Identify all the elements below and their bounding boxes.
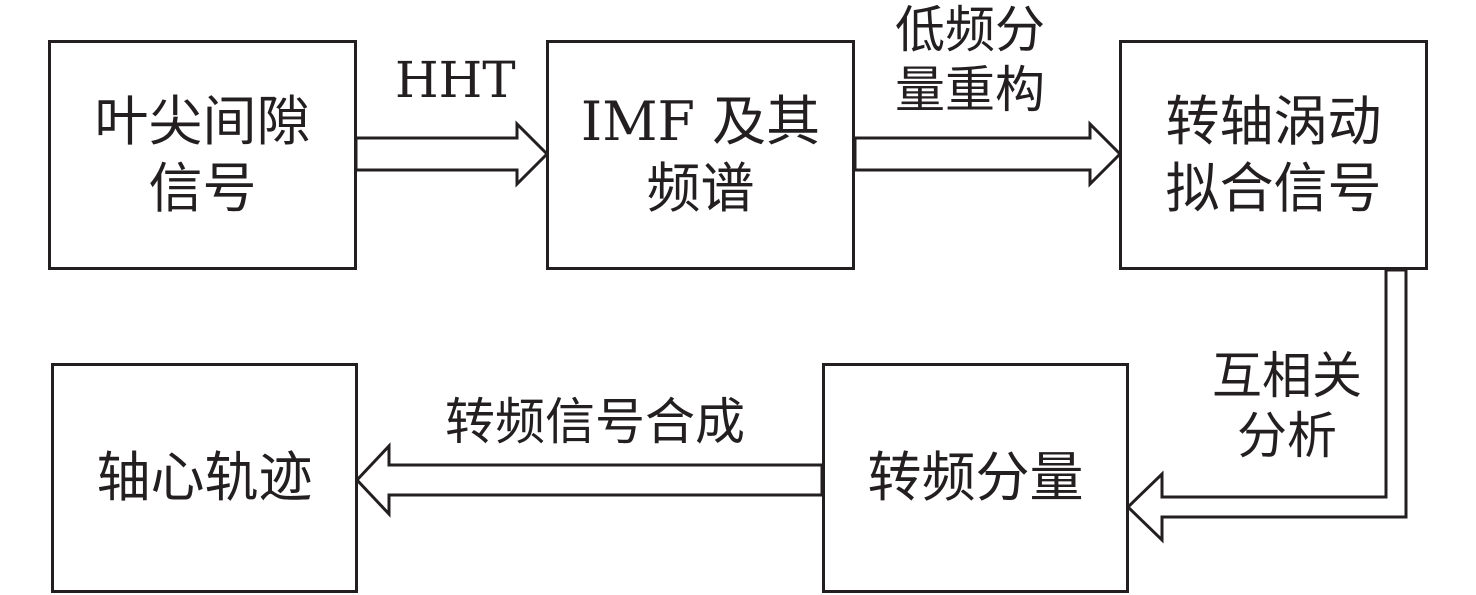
shaft-orbit-box: 轴心轨迹 bbox=[51, 363, 358, 593]
hht-arrow bbox=[354, 120, 550, 188]
label-line1: 低频分 bbox=[895, 1, 1045, 59]
box-label-line1: 转频分量 bbox=[867, 446, 1084, 510]
synthesis-label: 转频信号合成 bbox=[445, 393, 745, 451]
reconstruct-label: 低频分 量重构 bbox=[880, 0, 1060, 120]
rotation-frequency-component-box: 转频分量 bbox=[822, 363, 1129, 593]
shaft-whirl-fit-signal-box: 转轴涡动 拟合信号 bbox=[1119, 40, 1428, 270]
box-label-line1: 轴心轨迹 bbox=[96, 446, 313, 510]
box-label-line2: 信号 bbox=[148, 157, 257, 220]
box-label-line1: 叶尖间隙 bbox=[94, 89, 311, 153]
label-line1: 互相关 bbox=[1212, 347, 1362, 405]
blade-tip-clearance-signal-box: 叶尖间隙 信号 bbox=[48, 40, 357, 270]
box-label-line2: 频谱 bbox=[646, 157, 755, 220]
label-line2: 分析 bbox=[1237, 407, 1337, 465]
correlation-arrow bbox=[1125, 268, 1408, 544]
label-line2: 量重构 bbox=[895, 61, 1045, 119]
box-label-line1: IMF 及其 bbox=[580, 89, 821, 153]
synthesis-arrow bbox=[354, 442, 824, 518]
hht-label: HHT bbox=[395, 51, 516, 109]
box-label-line1: 转轴涡动 bbox=[1165, 89, 1382, 153]
correlation-label: 互相关 分析 bbox=[1197, 346, 1377, 466]
reconstruct-arrow bbox=[853, 120, 1123, 188]
imf-spectrum-box: IMF 及其 频谱 bbox=[546, 40, 855, 270]
box-label-line2: 拟合信号 bbox=[1165, 157, 1382, 220]
